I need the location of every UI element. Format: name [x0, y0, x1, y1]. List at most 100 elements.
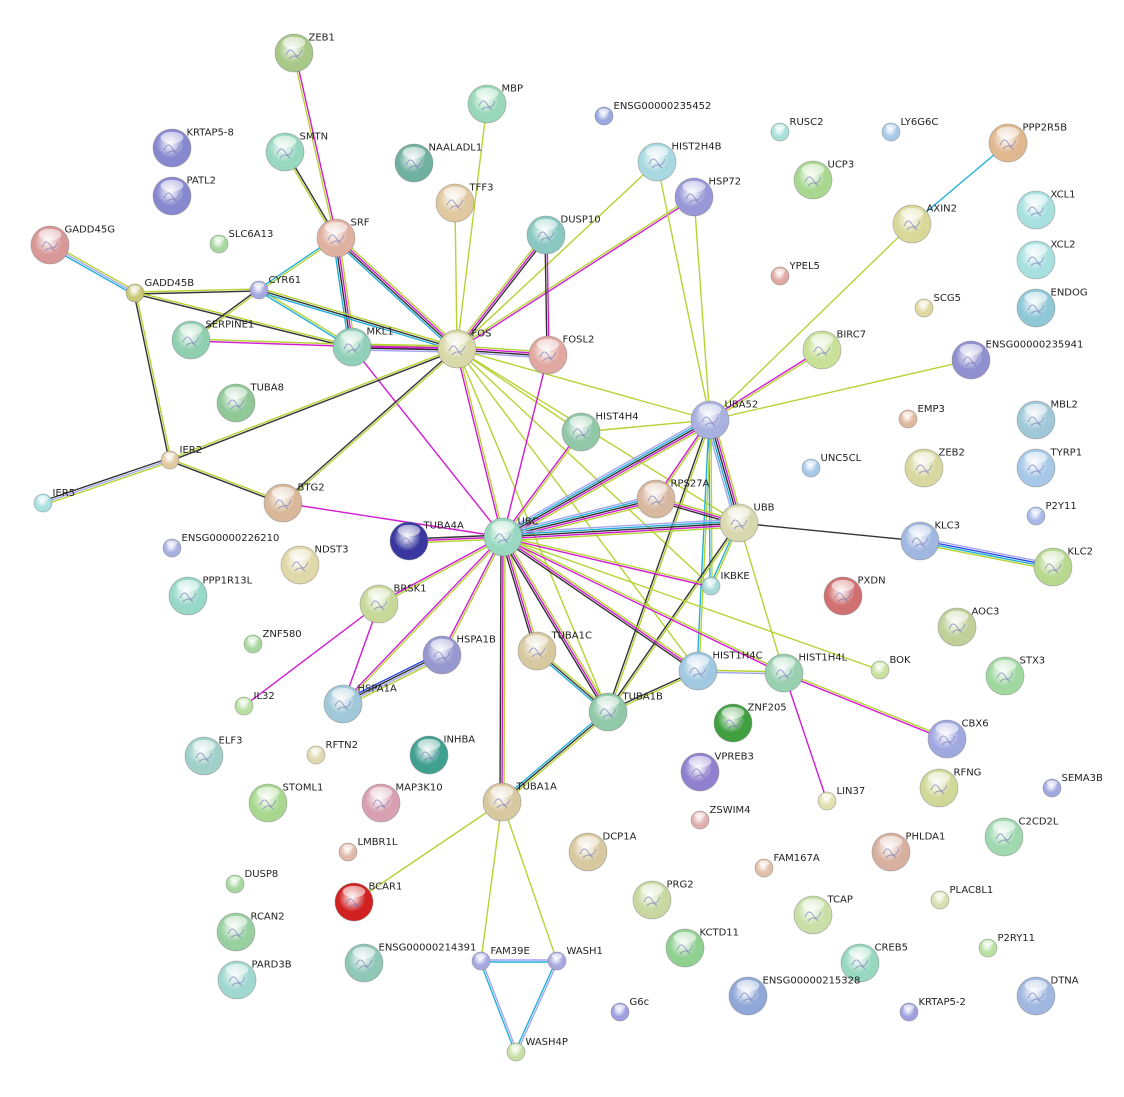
edge-IL32-BRSK1[interactable]	[243, 603, 380, 707]
node-WASH1[interactable]: WASH1	[547, 946, 603, 971]
edge-FOS-MBP[interactable]	[456, 103, 488, 350]
node-HIST1H4C[interactable]: HIST1H4C	[678, 651, 763, 691]
node-EMP3[interactable]: EMP3	[898, 404, 945, 429]
edge-WASH1-WASH4P[interactable]	[514, 960, 559, 1053]
node-KCTD11[interactable]: KCTD11	[665, 928, 739, 968]
edge-IER2-FOS[interactable]	[169, 347, 458, 462]
node-TUBA4A[interactable]: TUBA4A	[389, 521, 464, 561]
node-ENSG00000214391[interactable]: ENSG00000214391	[344, 943, 476, 983]
node-PHLDA1[interactable]: PHLDA1	[871, 832, 945, 872]
edge-FOS-DUSP10[interactable]	[454, 233, 549, 351]
node-UBC[interactable]: UBC	[483, 517, 539, 557]
node-MKL1[interactable]: MKL1	[332, 327, 394, 367]
node-ZNF205[interactable]: ZNF205	[713, 703, 787, 743]
edge-AXIN2-UBA52[interactable]	[709, 223, 913, 421]
node-P2RY11[interactable]: P2RY11	[978, 933, 1035, 958]
edge-CYR61-FOS[interactable]	[258, 287, 458, 352]
edge-TUBA1B-TUBA1A[interactable]	[500, 709, 610, 805]
node-ENSG00000235452[interactable]: ENSG00000235452	[594, 101, 711, 126]
edge-FOS-UBA52[interactable]	[456, 348, 711, 421]
edge-UBC-TUBA1A[interactable]	[499, 536, 506, 803]
node-NAALADL1[interactable]: NAALADL1	[394, 143, 482, 183]
edge-TUBA1A-BCAR1[interactable]	[353, 801, 503, 903]
edge-IER2-IER5[interactable]	[42, 457, 171, 506]
node-ZNF580[interactable]: ZNF580	[243, 629, 302, 654]
node-ELF3[interactable]: ELF3	[184, 736, 243, 776]
node-KLC2[interactable]: KLC2	[1033, 547, 1093, 587]
edge-FOSL2-UBC[interactable]	[502, 354, 549, 538]
edge-SRF-ZEB1[interactable]	[292, 52, 338, 239]
edge-BIRC7-UBA52[interactable]	[709, 348, 823, 422]
node-UCP3[interactable]: UCP3	[793, 160, 854, 200]
node-MBL2[interactable]: MBL2	[1016, 400, 1078, 440]
node-SCG5[interactable]: SCG5	[914, 293, 961, 318]
node-BCAR1[interactable]: BCAR1	[334, 882, 402, 922]
node-IER5[interactable]: IER5	[33, 488, 75, 513]
node-INHBA[interactable]: INHBA	[409, 735, 475, 775]
edge-UBA52-TUBA1B[interactable]	[606, 419, 712, 713]
node-SMTN[interactable]: SMTN	[265, 132, 328, 172]
node-DUSP10[interactable]: DUSP10	[526, 215, 601, 255]
node-DTNA[interactable]: DTNA	[1016, 976, 1079, 1016]
node-RFNG[interactable]: RFNG	[919, 768, 981, 808]
edge-AXIN2-PPP2R5B[interactable]	[911, 142, 1009, 225]
node-RCAN2[interactable]: RCAN2	[216, 912, 285, 952]
edge-BTG2-UBC[interactable]	[282, 502, 504, 538]
edge-GADD45B-MKL1[interactable]	[134, 291, 353, 349]
node-HSPA1B[interactable]: HSPA1B	[422, 635, 496, 675]
edge-UBA52-HIST1H4C[interactable]	[696, 419, 712, 672]
node-CYR61[interactable]: CYR61	[249, 275, 301, 300]
node-GADD45G[interactable]: GADD45G	[30, 225, 115, 265]
node-SERPINE1[interactable]: SERPINE1	[171, 320, 254, 360]
node-XCL2[interactable]: XCL2	[1016, 240, 1076, 280]
edge-FOS-HSP72[interactable]	[456, 195, 695, 351]
node-CBX6[interactable]: CBX6	[927, 719, 989, 759]
node-HSP72[interactable]: HSP72	[674, 177, 741, 217]
node-ENSG00000226210[interactable]: ENSG00000226210	[162, 533, 279, 558]
edge-RPS27A-UBC[interactable]	[501, 494, 658, 542]
node-PPP1R13L[interactable]: PPP1R13L	[168, 576, 253, 616]
node-FOSL2[interactable]: FOSL2	[528, 335, 594, 375]
edge-UBC-IKBKE[interactable]	[502, 535, 712, 588]
edge-KLC3-KLC2[interactable]	[919, 537, 1054, 571]
node-HSPA1A[interactable]: HSPA1A	[323, 684, 397, 724]
edge-UBC-TUBA1B[interactable]	[500, 535, 611, 714]
node-RFTN2[interactable]: RFTN2	[306, 740, 358, 765]
edge-UBB-UBC[interactable]	[502, 518, 740, 542]
edge-FOS-UBC[interactable]	[455, 348, 505, 538]
edge-UBB-KLC3[interactable]	[738, 522, 921, 542]
edge-FOS-BTG2[interactable]	[281, 347, 459, 505]
edge-FOS-TFF3[interactable]	[454, 202, 458, 350]
edge-DUSP10-FOSL2[interactable]	[544, 234, 550, 356]
node-AXIN2[interactable]: AXIN2	[892, 204, 957, 244]
node-SEMA3B[interactable]: SEMA3B	[1042, 773, 1103, 798]
node-IL32[interactable]: IL32	[234, 691, 275, 716]
edge-UBA52-UBC[interactable]	[500, 415, 713, 542]
node-ZSWIM4[interactable]: ZSWIM4	[690, 805, 751, 830]
node-BOK[interactable]: BOK	[870, 655, 911, 680]
node-G6c[interactable]: G6c	[610, 997, 649, 1022]
node-TCAP[interactable]: TCAP	[793, 895, 853, 935]
node-P2Y11[interactable]: P2Y11	[1026, 501, 1077, 526]
edge-GADD45B-CYR61[interactable]	[134, 288, 260, 295]
node-KLC3[interactable]: KLC3	[900, 521, 960, 561]
node-TUBA1B[interactable]: TUBA1B	[588, 692, 663, 732]
node-C2CD2L[interactable]: C2CD2L	[984, 817, 1059, 857]
node-CREB5[interactable]: CREB5	[840, 943, 908, 983]
node-UNC5CL[interactable]: UNC5CL	[801, 453, 862, 478]
edge-TUBA1A-WASH1[interactable]	[501, 801, 558, 962]
edge-FAM39E-WASH1[interactable]	[481, 959, 557, 963]
node-UBB[interactable]: UBB	[719, 503, 775, 543]
node-DUSP8[interactable]: DUSP8	[225, 869, 278, 894]
edge-UBA52-HIST4H4[interactable]	[580, 419, 711, 433]
node-FAM39E[interactable]: FAM39E	[471, 946, 530, 971]
edge-FOS-TUBA1B[interactable]	[456, 348, 609, 713]
edge-IER2-BTG2[interactable]	[169, 458, 284, 505]
edge-FOS-IKBKE[interactable]	[456, 348, 712, 587]
node-ZEB2[interactable]: ZEB2	[904, 448, 965, 488]
node-MBP[interactable]: MBP	[467, 84, 523, 124]
node-MAP3K10[interactable]: MAP3K10	[361, 783, 443, 823]
edge-UBB-HIST1H4L[interactable]	[738, 522, 785, 674]
node-AOC3[interactable]: AOC3	[937, 607, 999, 647]
node-LY6G6C[interactable]: LY6G6C	[881, 117, 938, 142]
